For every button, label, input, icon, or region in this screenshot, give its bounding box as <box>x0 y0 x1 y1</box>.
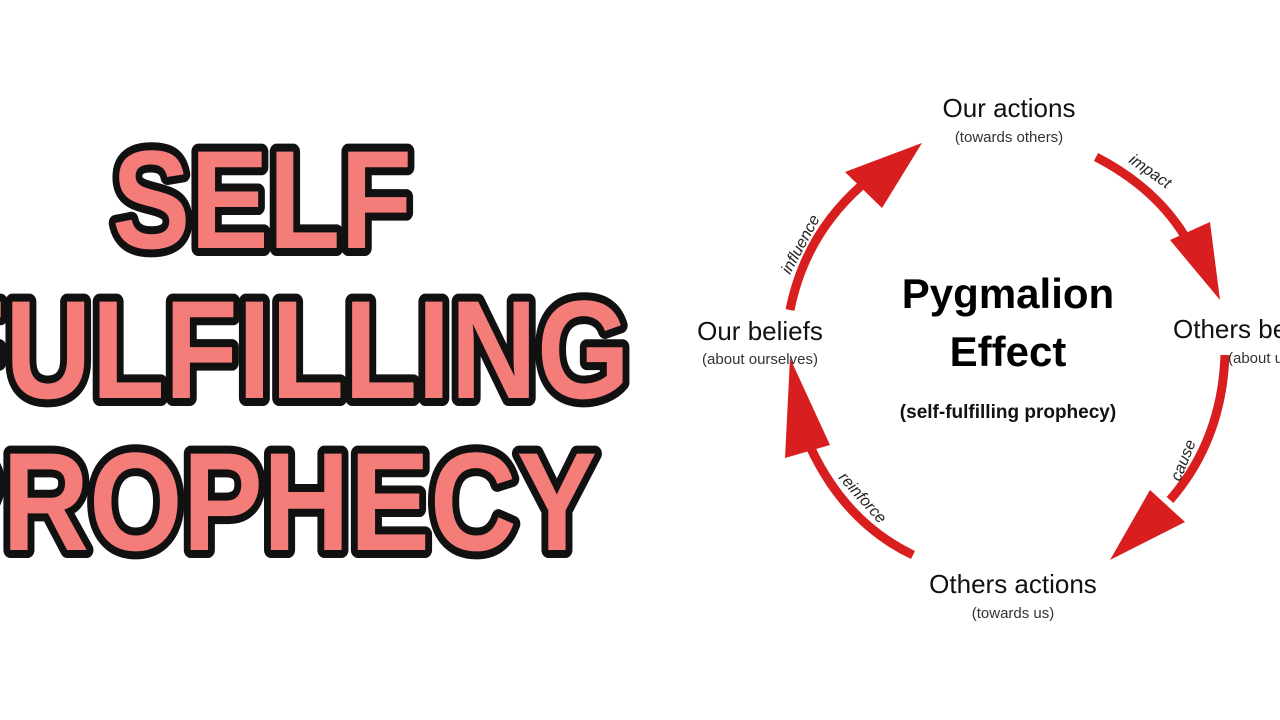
arrow-head-influence <box>845 143 922 208</box>
center-subtitle: (self-fulfilling prophecy) <box>900 402 1116 423</box>
node-others-actions-sub: (towards us) <box>972 605 1055 622</box>
node-our-beliefs: Our beliefs <box>697 316 823 346</box>
node-our-beliefs-sub: (about ourselves) <box>702 351 818 368</box>
title-line-self: SELF <box>112 121 412 278</box>
arrow-cause <box>1166 354 1230 503</box>
node-others-actions: Others actions <box>929 569 1097 599</box>
center-title-line-1: Pygmalion <box>902 270 1114 317</box>
node-our-actions: Our actions <box>943 93 1076 123</box>
arrow-head-cause <box>1110 490 1185 560</box>
title-line-fulfilling: FULFILLING <box>0 271 630 428</box>
arrow-reinforce <box>800 433 915 560</box>
arrow-head-impact <box>1170 222 1220 300</box>
title-line-prophecy: PROPHECY <box>0 423 597 580</box>
arrow-influence <box>785 181 865 311</box>
arrow-head-reinforce <box>785 358 830 458</box>
node-others-beliefs: Others beliefs <box>1173 314 1280 344</box>
slide-title: SELF FULFILLING PROPHECY <box>0 113 638 588</box>
node-others-beliefs-sub: (about us) <box>1228 350 1280 367</box>
arrow-impact <box>1093 153 1194 248</box>
node-our-actions-sub: (towards others) <box>955 129 1063 146</box>
label-impact: impact <box>1126 151 1175 192</box>
center-title-line-2: Effect <box>950 328 1067 375</box>
pygmalion-cycle-diagram: impact cause reinforce influence Our act… <box>697 93 1280 622</box>
